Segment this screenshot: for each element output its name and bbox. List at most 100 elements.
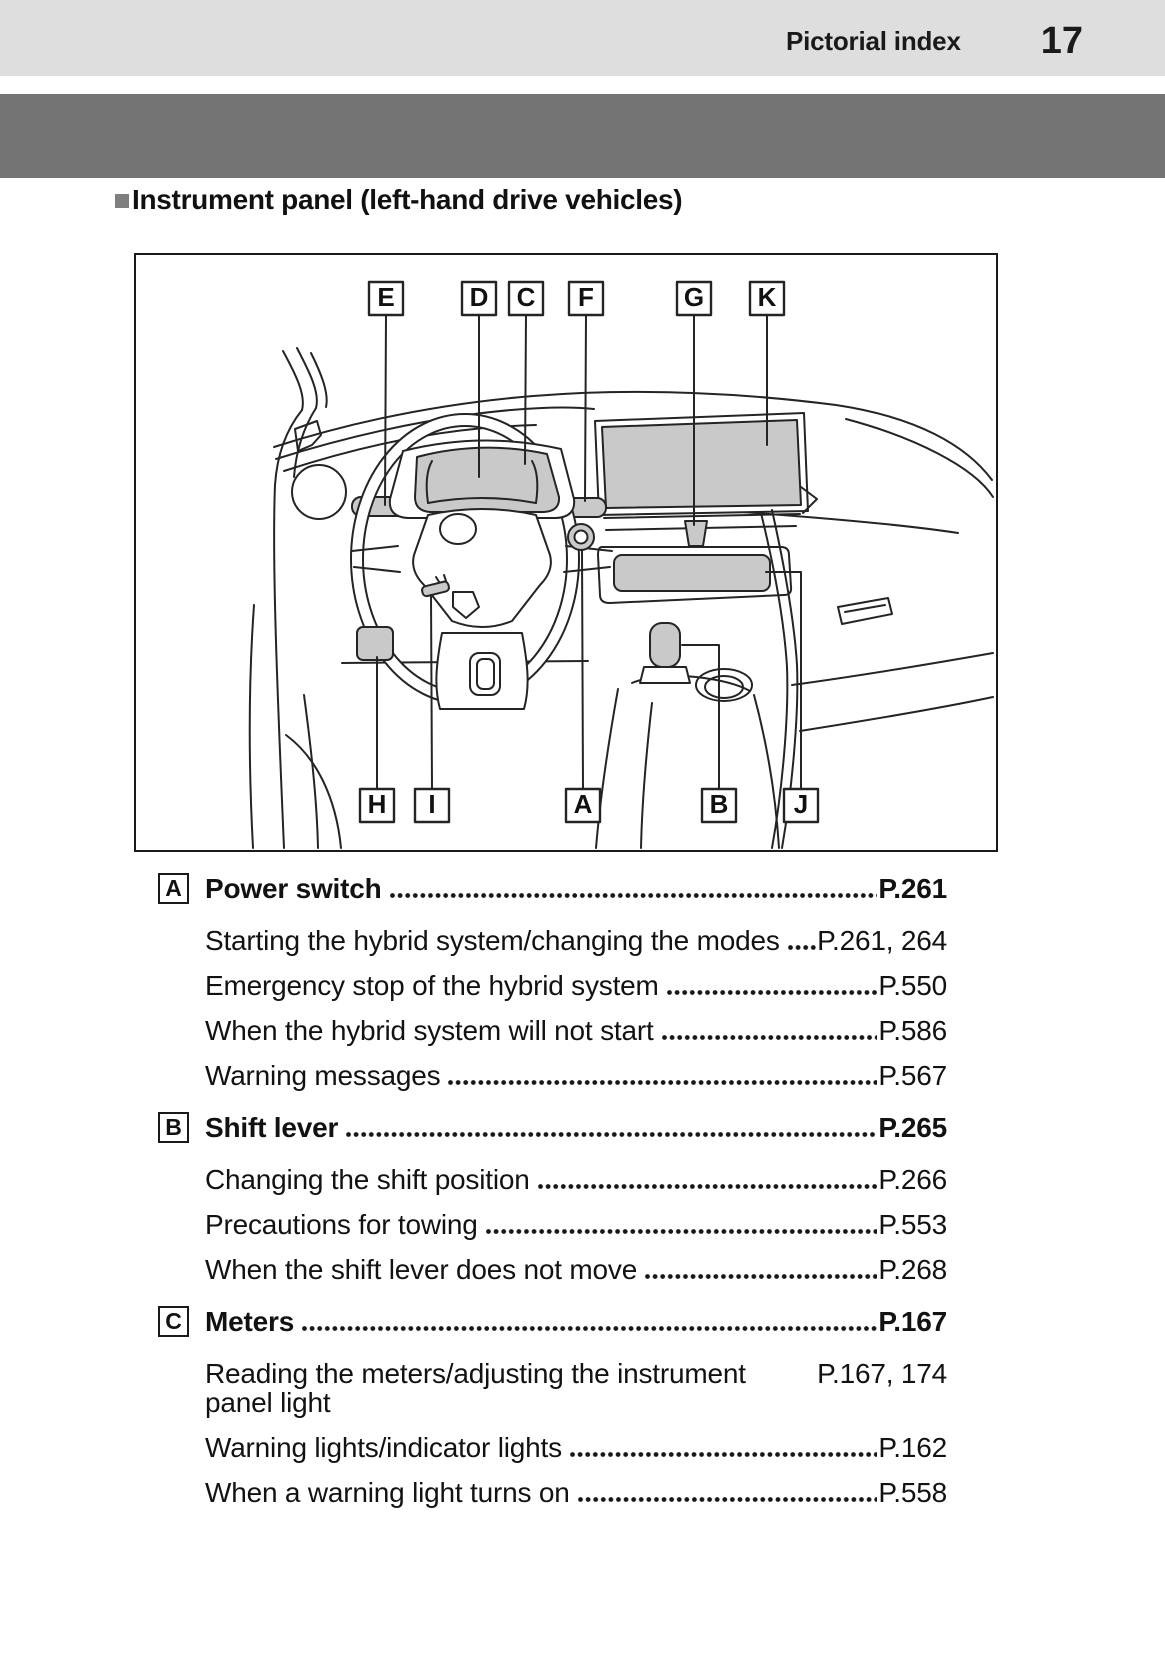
page-header: Pictorial index 17	[0, 0, 1165, 76]
index-subentry: When the hybrid system will not start P.5…	[205, 1016, 947, 1045]
chapter-band	[0, 94, 1165, 178]
index-subentry: Changing the shift position P.266	[205, 1165, 947, 1194]
index-entry: C Meters P.167	[158, 1306, 947, 1337]
svg-text:E: E	[377, 282, 394, 312]
subentry-label: Emergency stop of the hybrid system	[205, 970, 659, 1001]
entry-letter-box: A	[158, 873, 189, 904]
dot-leader	[787, 945, 817, 950]
cabin-outline	[248, 347, 994, 849]
knee-panel-switch	[356, 626, 394, 661]
callout-box-K: K	[748, 280, 786, 317]
svg-text:D: D	[470, 282, 489, 312]
dot-leader	[389, 893, 878, 898]
callout-box-E: E	[367, 280, 405, 317]
subentry-label: When the shift lever does not move	[205, 1254, 638, 1285]
entry-title: Power switch	[205, 873, 382, 904]
shift-lever	[649, 622, 681, 668]
svg-text:C: C	[517, 282, 536, 312]
index-subentry: Emergency stop of the hybrid system P.550	[205, 971, 947, 1000]
dot-leader	[302, 1326, 878, 1331]
climate-control-panel	[613, 554, 771, 592]
index-subentry: Precautions for towing P.553	[205, 1210, 947, 1239]
index-subentry: Starting the hybrid system/changing the …	[205, 926, 947, 955]
svg-text:F: F	[578, 282, 594, 312]
entry-page-ref: P.261	[878, 873, 947, 904]
subentry-label: Reading the meters/adjusting the instrum…	[205, 1358, 746, 1418]
subentry-page-ref: P.162	[878, 1432, 947, 1463]
dot-leader	[448, 1080, 878, 1085]
header-section-title: Pictorial index	[785, 25, 961, 56]
dot-leader	[485, 1229, 878, 1234]
callout-box-C: C	[507, 280, 545, 317]
index-subentry: When a warning light turns on P.558	[205, 1478, 947, 1507]
entry-letter-box: C	[158, 1306, 189, 1337]
instrument-panel-diagram: E D C F G K H	[134, 253, 998, 852]
side-air-vent	[291, 464, 347, 520]
callout-box-G: G	[675, 280, 713, 317]
subentry-page-ref: P.567	[878, 1060, 947, 1091]
dot-leader	[537, 1184, 878, 1189]
subentry-label: Warning messages	[205, 1060, 441, 1091]
header-page-number: 17	[1040, 19, 1083, 62]
dot-leader	[666, 990, 878, 995]
steering-hub	[412, 508, 552, 628]
svg-text:B: B	[710, 789, 729, 819]
dot-leader	[577, 1497, 878, 1502]
shift-lever-base	[639, 666, 691, 684]
entry-title: Shift lever	[205, 1112, 339, 1143]
dot-leader	[569, 1452, 878, 1457]
index-subentry: Warning messages P.567	[205, 1061, 947, 1090]
instrument-cluster	[414, 446, 561, 513]
section-heading-text: Instrument panel (left-hand drive vehicl…	[132, 184, 683, 215]
svg-text:A: A	[574, 789, 593, 819]
dot-leader	[645, 1274, 878, 1279]
dot-leader	[346, 1132, 878, 1137]
section-heading: Instrument panel (left-hand drive vehicl…	[115, 184, 683, 216]
subentry-label: Warning lights/indicator lights	[205, 1432, 562, 1463]
entry-title: Meters	[205, 1306, 295, 1337]
callout-lines	[376, 314, 802, 790]
subentry-label: When the hybrid system will not start	[205, 1015, 654, 1046]
entry-page-ref: P.265	[878, 1112, 947, 1143]
dot-leader	[661, 1035, 878, 1040]
steering-emblem	[439, 513, 477, 545]
subentry-page-ref: P.268	[878, 1254, 947, 1285]
subentry-page-ref: P.550	[878, 970, 947, 1001]
callout-box-B: B	[700, 787, 738, 824]
svg-text:H: H	[368, 789, 387, 819]
subentry-page-ref: P.266	[878, 1164, 947, 1195]
subentry-page-ref: P.261, 264	[817, 925, 947, 956]
square-bullet-icon	[115, 194, 129, 208]
subentry-page-ref: P.586	[878, 1015, 947, 1046]
index-subentry: Reading the meters/adjusting the instrum…	[205, 1359, 947, 1417]
index-subentry: When the shift lever does not move P.268	[205, 1255, 947, 1284]
svg-text:K: K	[758, 282, 777, 312]
subentry-label: Changing the shift position	[205, 1164, 530, 1195]
subentry-label: Starting the hybrid system/changing the …	[205, 925, 780, 956]
center-display	[601, 419, 802, 509]
subentry-label: When a warning light turns on	[205, 1477, 570, 1508]
index-subentry: Warning lights/indicator lights P.162	[205, 1433, 947, 1462]
center-stack	[594, 412, 893, 849]
subentry-page-ref: P.558	[878, 1477, 947, 1508]
steering-assembly	[350, 413, 613, 710]
subentry-page-ref: P.167, 174	[817, 1358, 947, 1389]
callout-box-J: J	[782, 787, 820, 824]
entry-letter-box: B	[158, 1112, 189, 1143]
callout-boxes: E D C F G K H	[358, 280, 820, 824]
subentry-page-ref: P.553	[878, 1209, 947, 1240]
index-entry: A Power switch P.261	[158, 873, 947, 904]
entry-page-ref: P.167	[878, 1306, 947, 1337]
steering-adjust-lever	[421, 580, 450, 598]
dashboard-line-art: E D C F G K H	[248, 280, 994, 849]
callout-box-F: F	[567, 280, 605, 317]
cup-holder	[695, 668, 753, 702]
svg-text:I: I	[428, 789, 435, 819]
callout-box-H: H	[358, 787, 396, 824]
callout-box-A: A	[564, 787, 602, 824]
callout-box-D: D	[460, 280, 498, 317]
subentry-label: Precautions for towing	[205, 1209, 478, 1240]
callout-box-I: I	[413, 787, 451, 824]
steering-column	[435, 632, 529, 710]
